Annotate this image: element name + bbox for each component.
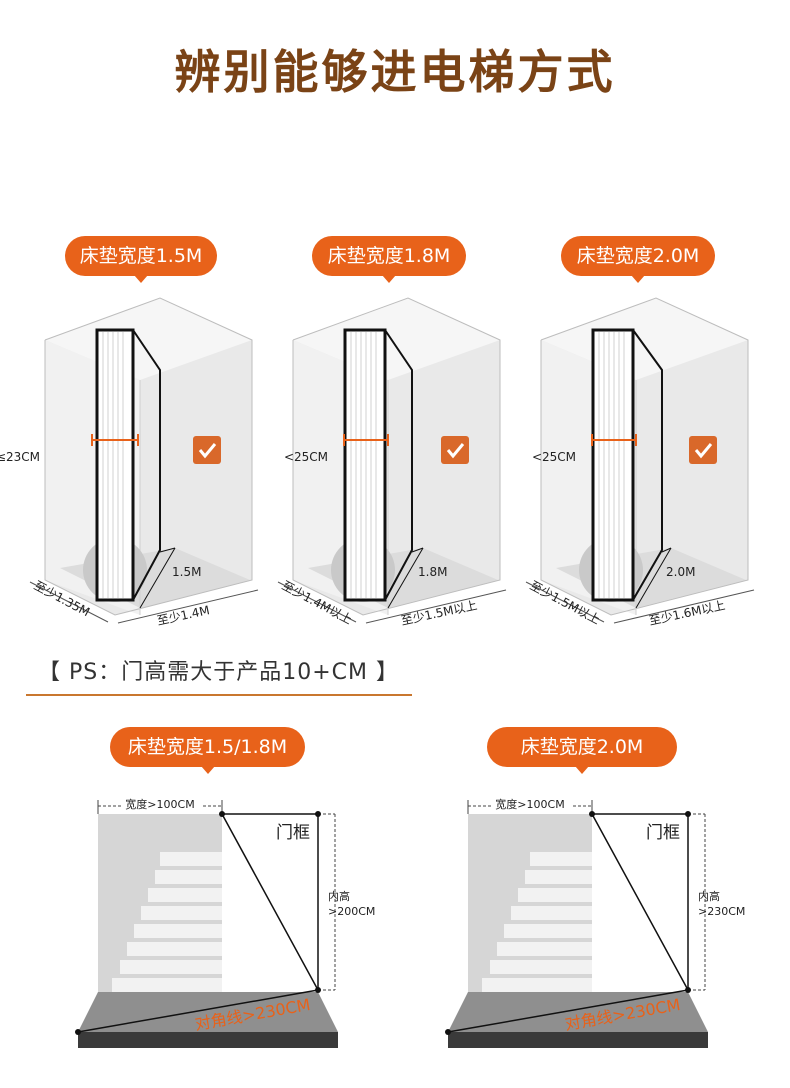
- thickness-label: ≤23CM: [0, 450, 40, 464]
- floor: [448, 992, 708, 1032]
- door-diagonal-guide: [221, 813, 319, 991]
- height-label: 1.8M: [418, 565, 447, 579]
- diagonal-line: [77, 989, 319, 1033]
- floor: [78, 992, 338, 1032]
- elevator-diagram-3: <25CM 2.0M 至少1.5M以上 至少1.6M以上: [525, 297, 755, 628]
- mattress: [343, 328, 387, 602]
- door-diagram-2: 宽度>100CM 门框 内高 >230CM 对角线>230CM: [445, 796, 745, 1048]
- check-icon: [441, 436, 469, 464]
- width-label: 至少1.4M: [156, 603, 211, 628]
- ps-note: 【 PS：门高需大于产品10+CM 】: [38, 660, 399, 685]
- floor-edge: [78, 1032, 338, 1048]
- mattress: [95, 328, 135, 602]
- thickness-label: <25CM: [284, 450, 328, 464]
- floor-edge: [448, 1032, 708, 1048]
- diagonal-line: [447, 989, 689, 1033]
- door-width-label: 宽度>100CM: [495, 797, 564, 811]
- elevator-diagram-2: <25CM 1.8M 至少1.4M以上 至少1.5M以上: [277, 297, 507, 628]
- mattress: [591, 328, 635, 602]
- door-width-label: 宽度>100CM: [125, 797, 194, 811]
- stairs: [482, 852, 592, 992]
- pill-mattress-1-5-1-8: 床垫宽度1.5/1.8M: [110, 727, 305, 774]
- thickness-label: <25CM: [532, 450, 576, 464]
- elevator-diagram-1: ≤23CM 1.5M 至少1.35M 至少1.4M: [0, 297, 259, 628]
- pill-mattress-1-5: 床垫宽度1.5M: [65, 236, 217, 283]
- door-diagram-1: 宽度>100CM 门框 内高 >200CM 对角线>230CM: [75, 796, 375, 1048]
- check-icon: [193, 436, 221, 464]
- page-title: 辨别能够进电梯方式: [174, 45, 616, 99]
- inner-height-label: 内高: [328, 889, 350, 903]
- inner-height-value: >230CM: [698, 905, 745, 918]
- inner-height-value: >200CM: [328, 905, 375, 918]
- door-frame-label: 门框: [646, 823, 680, 843]
- check-icon: [689, 436, 717, 464]
- door-diagonal-guide: [591, 813, 689, 991]
- height-label: 2.0M: [666, 565, 695, 579]
- ps-divider: [26, 694, 412, 696]
- pill-mattress-1-8: 床垫宽度1.8M: [312, 236, 466, 283]
- inner-height-label: 内高: [698, 889, 720, 903]
- door-frame-label: 门框: [276, 823, 310, 843]
- pill-mattress-2-0-door: 床垫宽度2.0M: [487, 727, 677, 774]
- stairs: [112, 852, 222, 992]
- pill-mattress-2-0: 床垫宽度2.0M: [561, 236, 715, 283]
- height-label: 1.5M: [172, 565, 201, 579]
